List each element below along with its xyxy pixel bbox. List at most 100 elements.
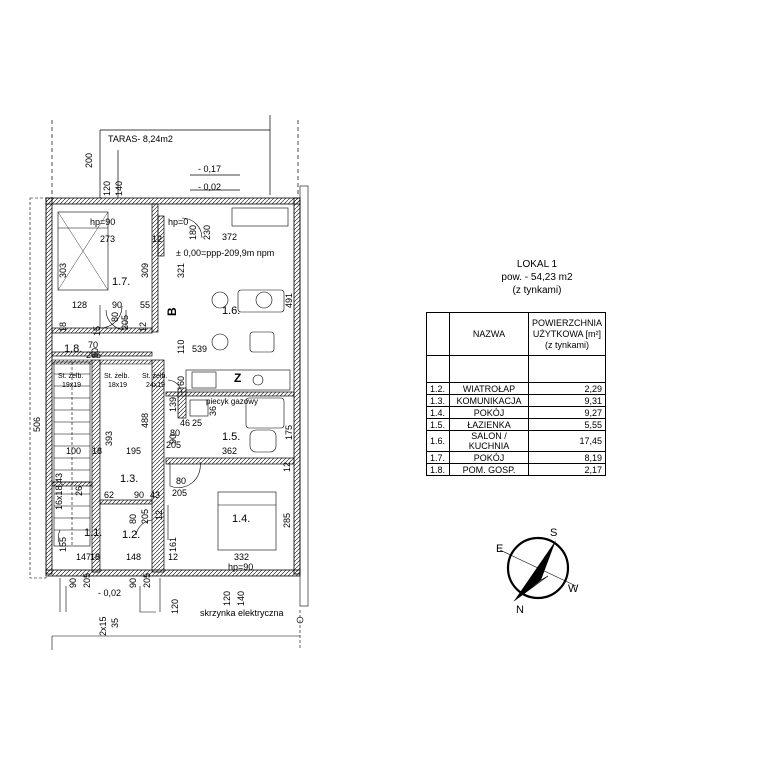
outer-walls — [29, 185, 309, 607]
cell-name: POM. GOSP. — [449, 463, 529, 476]
compass-west: W — [568, 583, 579, 595]
dim-180: 180 — [188, 225, 198, 240]
entry — [51, 578, 304, 650]
dim-273: 273 — [100, 234, 115, 244]
dim-35: 35 — [110, 618, 120, 628]
dim-60: 60 — [176, 376, 186, 386]
dim-139: 139 — [168, 397, 178, 412]
unit-area: pow. - 54,23 m2 — [501, 272, 573, 283]
terrace — [51, 115, 299, 200]
header-area: POWIERZCHNIA UŻYTKOWA [m²] (z tynkami) — [527, 312, 607, 356]
dim-332: 332 — [234, 552, 249, 562]
unit-note: (z tynkami) — [512, 285, 562, 296]
dim-205e: 205 — [140, 509, 150, 524]
dim-90d: 90 — [68, 578, 78, 588]
level-floor: ± 0,00=ppp-209,9m npm — [176, 248, 274, 258]
hp-room-16: hp=0 — [168, 217, 188, 227]
cell-name: POKÓJ — [449, 451, 529, 464]
cell-no: 1.4. — [425, 406, 451, 419]
terrace-label: TARAS- 8,24m2 — [108, 134, 173, 144]
dim-205f: 205 — [82, 573, 92, 588]
hp-bottom: hp=90 — [228, 562, 253, 572]
furniture — [57, 207, 291, 551]
header-name: NAZWA — [449, 312, 529, 356]
level-entry: - 0,02 — [98, 588, 121, 598]
dim-12a: 12 — [152, 234, 162, 244]
dim-393: 393 — [104, 431, 114, 446]
dim-140: 140 — [114, 181, 124, 196]
cell-no: 1.5. — [425, 418, 451, 431]
dim-80e: 80 — [128, 514, 138, 524]
dim-12d: 12 — [154, 510, 164, 520]
cell-name: ŁAZIENKA — [449, 418, 529, 431]
dim-128: 128 — [72, 300, 87, 310]
chimney-mark: B — [165, 307, 179, 316]
gas-stove-label: piecyk gazowy — [206, 397, 258, 406]
dim-43: 43 — [150, 490, 160, 500]
cell-no: 1.8. — [425, 463, 451, 476]
dim-90a: 90 — [112, 300, 122, 310]
room-label-1-7: 1.7. — [112, 276, 130, 288]
header-area-line-1: POWIERZCHNIA — [531, 317, 602, 328]
cell-no: 1.6. — [425, 430, 451, 452]
dim-25: 25 — [192, 418, 202, 428]
dim-110: 110 — [176, 340, 186, 354]
electric-box-label: skrzynka elektryczna — [200, 608, 284, 618]
dim-120: 120 — [102, 181, 112, 196]
table-row: 1.8.POM. GOSP.2,17 — [425, 463, 607, 476]
dim-309: 309 — [140, 263, 150, 278]
cell-area: 2,17 — [527, 463, 607, 476]
cell-no: 1.2. — [425, 382, 451, 395]
dim-90c: 90 — [134, 490, 144, 500]
level-terrace: - 0,17 — [198, 164, 221, 174]
unit-summary: LOKAL 1 pow. - 54,23 m2 (z tynkami) — [462, 258, 612, 297]
room-label-1-1: 1.1. — [84, 527, 102, 539]
table-header: NAZWA POWIERZCHNIA UŻYTKOWA [m²] (z tynk… — [425, 312, 607, 356]
dim-26: 26 — [74, 486, 84, 496]
cell-name: KOMUNIKACJA — [449, 394, 529, 407]
dim-18b: 18 — [92, 446, 102, 456]
dim-18c: 18 — [90, 552, 100, 562]
dim-175: 175 — [284, 425, 294, 440]
dim-80a: 80 — [110, 312, 120, 322]
dim-200: 200 — [84, 153, 94, 168]
dim-362: 362 — [222, 446, 237, 456]
dim-539: 539 — [192, 344, 207, 354]
dim-205g: 205 — [142, 573, 152, 588]
dim-80c: 80 — [170, 428, 180, 438]
room-label-1-5: 1.5. — [222, 431, 240, 443]
cell-area: 17,45 — [527, 430, 607, 452]
area-table: NAZWA POWIERZCHNIA UŻYTKOWA [m²] (z tynk… — [425, 312, 607, 476]
dim-155: 155 — [58, 537, 68, 552]
dim-90b: 90 — [168, 434, 178, 444]
stairs-label: 16x18,43 — [54, 473, 64, 510]
cell-no: 1.3. — [425, 394, 451, 407]
doors — [58, 217, 203, 613]
cell-area: 5,55 — [527, 418, 607, 431]
dim-46: 46 — [180, 418, 190, 428]
unit-title: LOKAL 1 — [516, 259, 558, 270]
dim-140b: 140 — [236, 591, 246, 606]
compass-south: S — [550, 527, 557, 539]
columns — [51, 359, 153, 365]
hp-room-17: hp=90 — [90, 217, 115, 227]
room-label-1-8: 1.8. — [64, 343, 82, 355]
cell-name: POKÓJ — [449, 406, 529, 419]
room-label-1-2: 1.2. — [122, 529, 140, 541]
cell-area: 9,27 — [527, 406, 607, 419]
dim-12e: 12 — [168, 552, 178, 562]
steps-label: 2x15 — [98, 616, 108, 636]
compass: S W N E — [496, 527, 579, 616]
column-2-size: 18x19 — [108, 382, 127, 389]
staircase — [53, 361, 91, 547]
cell-area: 9,31 — [527, 394, 607, 407]
cell-name: WIATROŁAP — [449, 382, 529, 395]
dim-205c: 205 — [166, 440, 181, 450]
column-2-label: St. żelb. — [104, 373, 129, 380]
dim-506: 506 — [32, 417, 42, 432]
header-area-line-3: (z tynkami) — [544, 339, 589, 350]
